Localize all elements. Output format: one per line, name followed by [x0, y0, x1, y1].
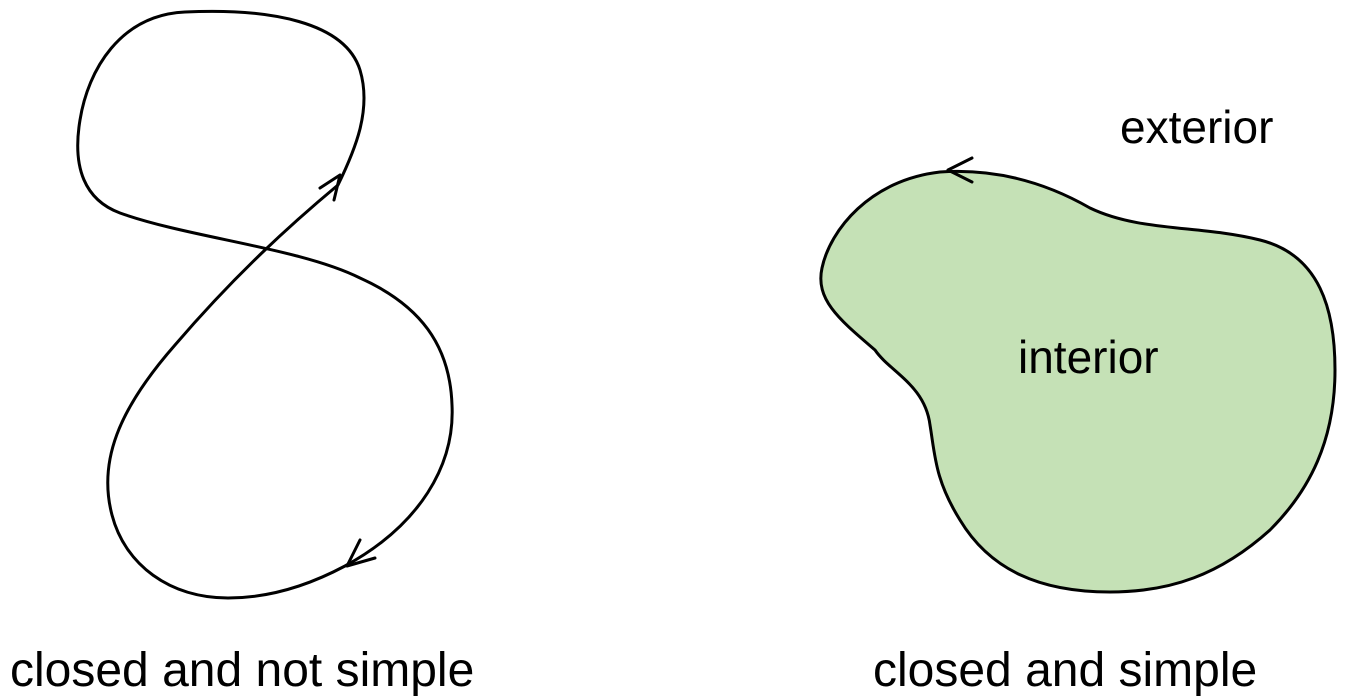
- caption-closed-not-simple: closed and not simple: [10, 644, 474, 697]
- figure-eight-curve: [76, 9, 454, 600]
- arrow-up-right-icon: [318, 173, 342, 202]
- caption-closed-simple: closed and simple: [873, 644, 1257, 697]
- simple-closed-curve: interior exterior: [819, 101, 1337, 594]
- simple-curve-path: [819, 169, 1337, 594]
- exterior-label: exterior: [1120, 101, 1273, 153]
- interior-region: [820, 171, 1335, 592]
- arrow-down-left-icon: [345, 538, 377, 568]
- figure-eight-path: [76, 9, 454, 600]
- interior-label: interior: [1018, 331, 1159, 383]
- arrow-left-icon: [946, 156, 974, 184]
